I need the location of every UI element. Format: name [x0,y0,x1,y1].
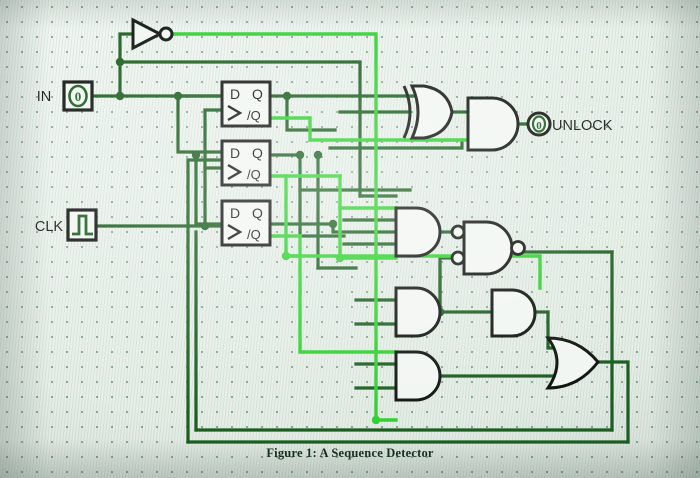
ff2-d-label: D [230,145,240,161]
output-unlock-label: UNLOCK [552,118,613,134]
ff3-d-label: D [230,205,240,221]
wires-high [170,32,542,422]
input-in-label: IN [37,89,52,105]
and-gate-3[interactable] [394,350,442,402]
ff2-q-label: Q [252,145,263,161]
ff2-nq-label: /Q [247,167,261,182]
and-gate-2[interactable] [394,286,442,338]
input-clk-label: CLK [35,219,64,235]
input-pin-in[interactable]: 0 [62,80,94,112]
figure-caption: Figure 1: A Sequence Detector [266,446,434,460]
ff2-clock-triangle-icon [227,163,243,181]
and-gate-4[interactable] [490,288,537,338]
or-gate[interactable] [545,336,600,390]
xor-gate[interactable] [402,84,454,140]
flipflop-3[interactable]: D Q /Q [220,199,272,247]
flipflop-2[interactable]: D Q /Q [220,139,272,187]
ff1-d-label: D [230,86,240,102]
not-gate[interactable] [131,17,174,51]
ff1-q-label: Q [252,86,263,102]
input-in-value: 0 [75,89,82,104]
input-pin-clk[interactable] [66,208,98,242]
nand-output-bubble-icon [510,240,526,256]
ff3-nq-label: /Q [247,227,261,242]
ff1-clock-triangle-icon [227,104,243,122]
nand-input-bubble-bottom-icon [450,250,466,266]
output-unlock-value: 0 [536,120,542,132]
wire-junctions [115,57,445,317]
flipflop-1[interactable]: D Q /Q [220,80,272,128]
output-pin-unlock[interactable]: 0 [526,111,552,137]
ff1-nq-label: /Q [247,108,261,123]
ff3-q-label: Q [252,205,263,221]
nand-gate-inverted-inputs[interactable] [450,220,526,276]
nand-input-bubble-top-icon [450,224,466,240]
unlock-and-gate[interactable] [466,96,520,152]
ff3-clock-triangle-icon [227,223,243,241]
wires-low [88,32,630,444]
wire-junctions-high [281,251,381,425]
and-gate-1[interactable] [394,206,442,258]
